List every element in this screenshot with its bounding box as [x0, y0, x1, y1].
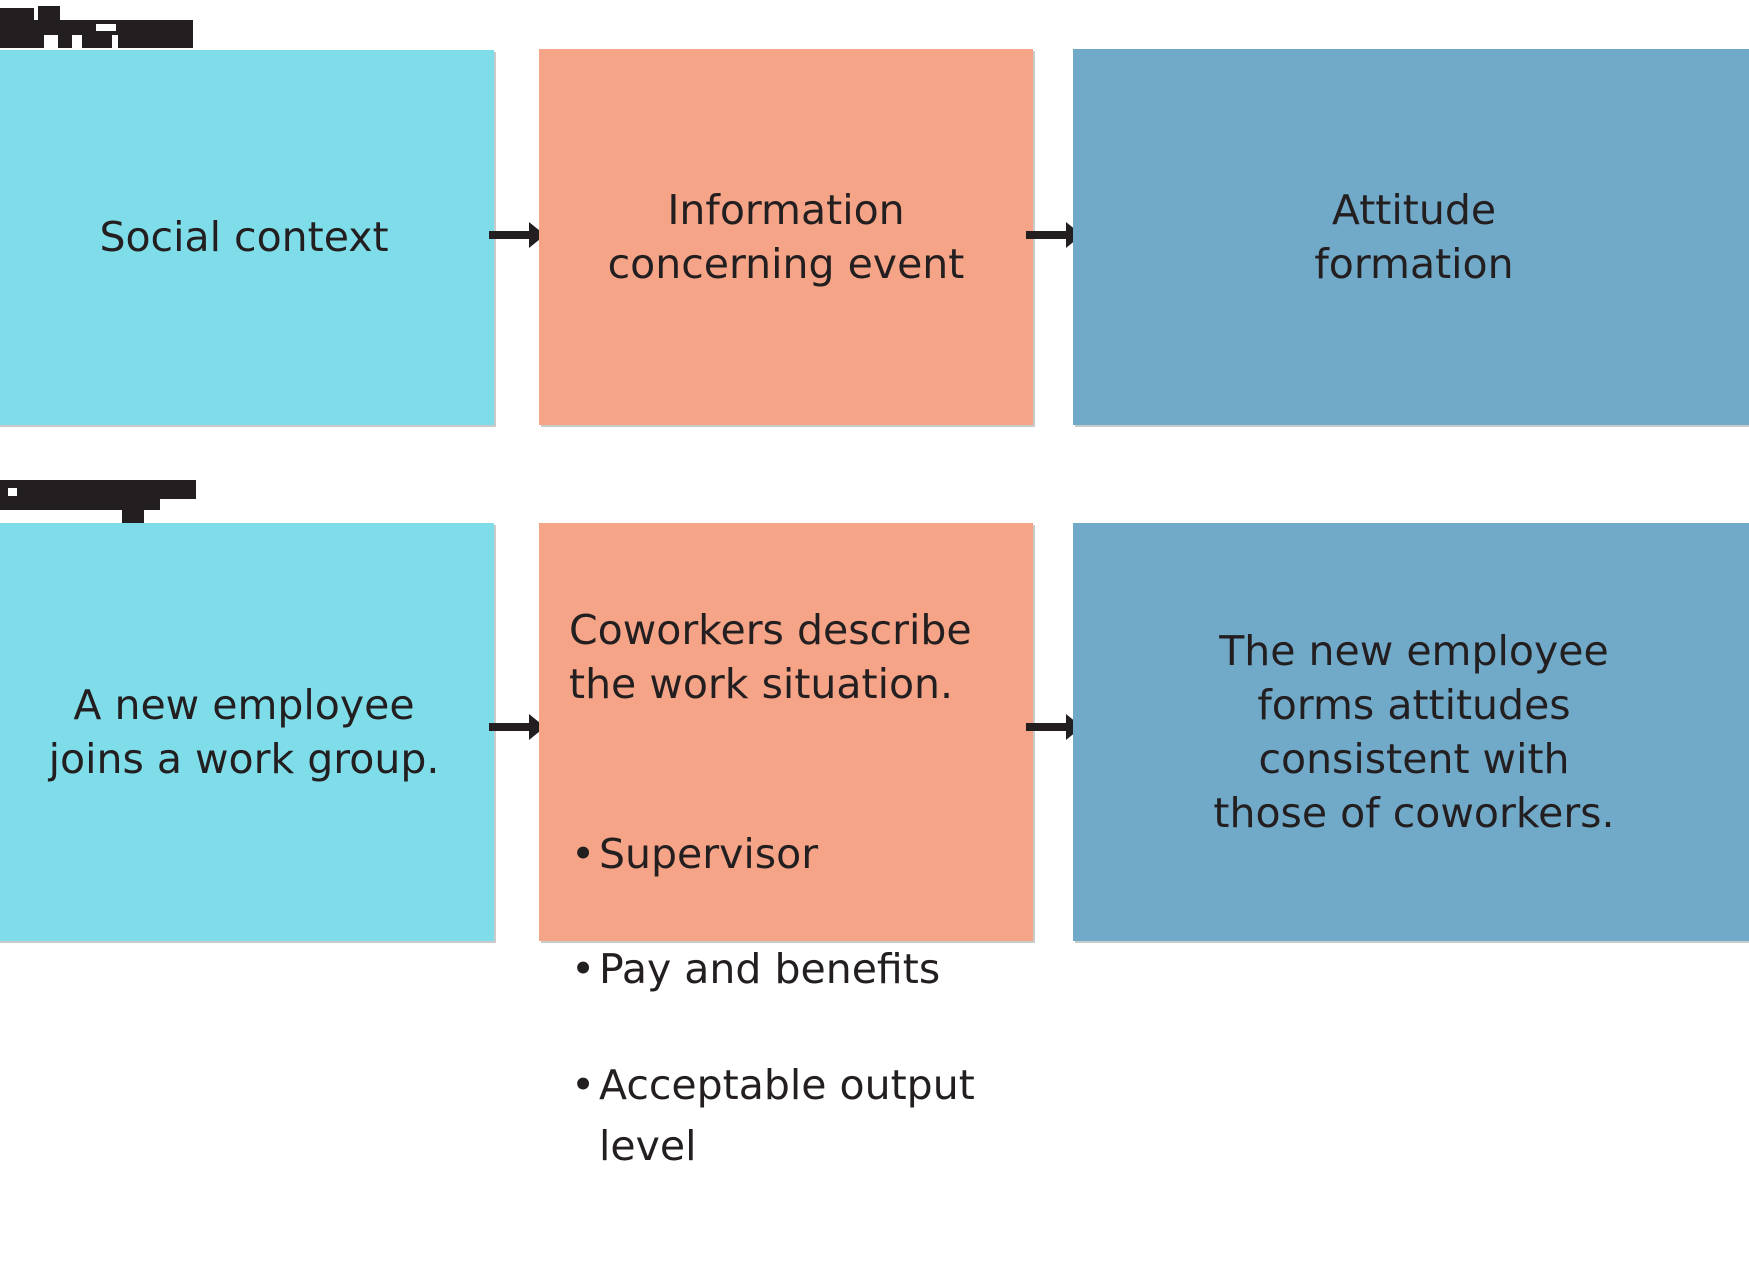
redaction-block [38, 6, 60, 20]
box-forms-attitudes-text: The new employee forms attitudes consist… [1213, 626, 1615, 838]
box-new-employee-joins-text: A new employee joins a work group. [48, 680, 440, 783]
box-social-context: Social context [0, 50, 494, 425]
redaction-gap [96, 24, 116, 31]
redaction-block [30, 35, 44, 48]
redaction-gap [8, 488, 17, 496]
coworkers-bullet-list: Supervisor Pay and benefits Acceptable o… [569, 769, 1003, 1231]
row1-redacted-title [0, 6, 200, 48]
redaction-block [0, 480, 196, 499]
redaction-block [82, 35, 112, 48]
box-new-employee-joins: A new employee joins a work group. [0, 523, 494, 941]
arrow-shaft [1026, 231, 1066, 239]
redaction-block [118, 28, 193, 48]
arrow-3 [489, 714, 545, 740]
list-item: Supervisor [569, 824, 1003, 886]
box-attitude-formation: Attitude formation [1073, 49, 1749, 425]
redaction-block [122, 499, 144, 525]
box-social-context-text: Social context [99, 213, 389, 262]
list-item: Pay and benefits [569, 939, 1003, 1001]
box-coworkers-describe-lead: Coworkers describe the work situation. [569, 606, 972, 709]
redaction-block [0, 499, 160, 510]
diagram-canvas: Social context Information concerning ev… [0, 0, 1749, 1041]
list-item: Acceptable output level [569, 1055, 1003, 1178]
redaction-block [0, 35, 16, 48]
arrow-shaft [489, 231, 529, 239]
box-information-concerning-event: Information concerning event [539, 49, 1033, 425]
arrow-1 [489, 222, 545, 248]
arrow-shaft [1026, 723, 1066, 731]
box-information-concerning-event-text: Information concerning event [607, 185, 965, 288]
box-coworkers-describe-body: Coworkers describe the work situation. S… [539, 523, 1033, 1286]
box-attitude-formation-text: Attitude formation [1314, 185, 1514, 288]
box-forms-attitudes: The new employee forms attitudes consist… [1073, 523, 1749, 941]
box-coworkers-describe: Coworkers describe the work situation. S… [539, 523, 1033, 1170]
redaction-block [58, 28, 72, 48]
row2-redacted-title [0, 480, 230, 526]
arrow-shaft [489, 723, 529, 731]
